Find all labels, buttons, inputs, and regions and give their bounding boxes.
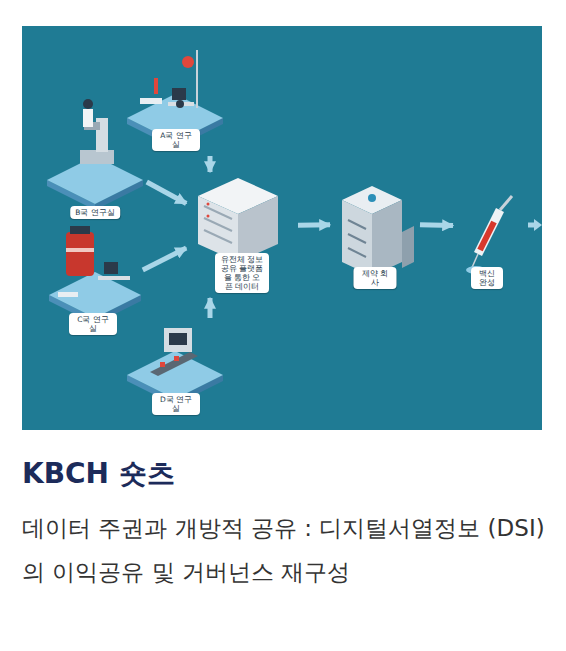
label-text: D국 연구실 bbox=[157, 395, 195, 413]
scientist-coat bbox=[83, 109, 93, 127]
plunger bbox=[500, 196, 512, 210]
caption-text: 데이터 주권과 개방적 공유 : 디지털서열정보 (DSI)의 이익공유 및 거… bbox=[22, 506, 552, 594]
window-row bbox=[348, 220, 366, 229]
stage-label: B국 연구실 bbox=[70, 206, 120, 219]
stage-label: 제약 회사 bbox=[354, 267, 397, 289]
conveyor bbox=[150, 352, 198, 376]
label-text: B국 연구실 bbox=[75, 208, 115, 217]
stage-label: 유전체 정보 공유 플랫폼을 통한 오픈 데이터 bbox=[215, 253, 269, 293]
machine bbox=[164, 328, 192, 352]
building-logo bbox=[368, 194, 376, 202]
bottle-stripe bbox=[66, 248, 94, 252]
server-light bbox=[207, 215, 210, 218]
stage-node: 백신 완성 bbox=[455, 185, 519, 292]
building-wing bbox=[402, 226, 414, 268]
stage-node: B국 연구실 bbox=[45, 94, 145, 222]
stand bbox=[196, 50, 198, 108]
vaccine-liquid bbox=[480, 222, 494, 250]
stage-label: D국 연구실 bbox=[152, 393, 200, 415]
machine-window bbox=[169, 333, 187, 345]
building-illustration bbox=[342, 186, 414, 276]
page-title: KBCH 숏츠 bbox=[22, 455, 175, 493]
label-text: C국 연구실 bbox=[74, 315, 112, 333]
stage-node: A국 연구실 bbox=[128, 40, 224, 154]
flow-arrow bbox=[420, 222, 453, 228]
flow-arrow bbox=[298, 222, 330, 227]
stage-node: C국 연구실 bbox=[45, 226, 141, 338]
server-illustration bbox=[198, 178, 278, 262]
flask bbox=[182, 56, 194, 68]
server-light bbox=[207, 203, 210, 206]
platform-top bbox=[127, 351, 223, 399]
label-text: 제약 회사 bbox=[359, 269, 392, 287]
stage-label: 백신 완성 bbox=[471, 267, 503, 289]
server-slot bbox=[204, 206, 232, 219]
window-row bbox=[348, 248, 366, 257]
barrel bbox=[478, 210, 500, 254]
stage-label: C국 연구실 bbox=[69, 313, 117, 335]
building-side bbox=[342, 200, 372, 276]
syringe-illustration bbox=[466, 196, 512, 274]
monitor bbox=[104, 262, 118, 274]
lab-c-illustration bbox=[49, 226, 141, 324]
microscope-base bbox=[80, 150, 114, 164]
server-slot bbox=[204, 230, 232, 243]
bottle-cap bbox=[70, 226, 90, 234]
sample bbox=[160, 362, 165, 367]
stage-node: D국 연구실 bbox=[128, 320, 224, 418]
lab-b-illustration bbox=[47, 99, 143, 210]
building-side bbox=[372, 200, 402, 276]
exit-arrow-head bbox=[534, 219, 542, 231]
flow-arrow bbox=[207, 298, 212, 318]
stage-node: 유전체 정보 공유 플랫폼을 통한 오픈 데이터 bbox=[188, 174, 296, 296]
server-slot bbox=[204, 218, 232, 231]
label-text: 백신 완성 bbox=[476, 269, 498, 287]
tray bbox=[58, 292, 78, 297]
monitor bbox=[172, 88, 186, 100]
sample bbox=[174, 356, 179, 361]
background-panel bbox=[22, 26, 542, 430]
tray bbox=[140, 98, 162, 104]
flow-arrow bbox=[147, 182, 186, 204]
scientist-head bbox=[83, 99, 93, 109]
desk bbox=[98, 276, 130, 280]
flow-arrow bbox=[143, 248, 186, 270]
label-text: 유전체 정보 공유 플랫폼을 통한 오픈 데이터 bbox=[220, 255, 264, 291]
person bbox=[176, 100, 184, 108]
tube bbox=[154, 78, 158, 94]
lab-a-illustration bbox=[127, 50, 223, 148]
platform-top bbox=[49, 272, 141, 318]
label-text: A국 연구실 bbox=[157, 131, 195, 149]
window-row bbox=[348, 234, 366, 243]
stage-label: A국 연구실 bbox=[152, 129, 200, 151]
bottle bbox=[66, 232, 94, 276]
stage-node: 제약 회사 bbox=[332, 180, 418, 292]
flow-arrow bbox=[207, 156, 212, 172]
